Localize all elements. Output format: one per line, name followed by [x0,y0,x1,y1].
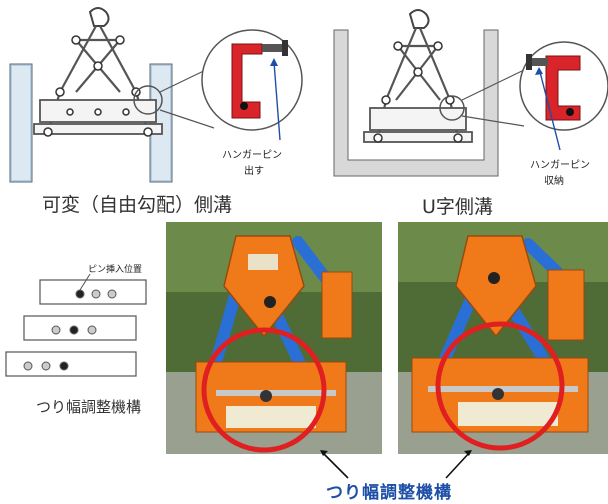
diagram-u-gutter: ハンガーピン 収納 [320,0,608,195]
caption-u-gutter: U字側溝 [422,196,493,218]
callout-label-pin-stored-line2: 収納 [544,176,564,187]
width-adjustment-plates [5,273,147,377]
variable-gutter-drawing [9,7,303,183]
diagram-width-adjustment: ピン挿入位置 [0,260,160,390]
u-gutter-drawing [333,9,608,177]
photo-clamp-narrow [166,222,382,454]
caption-width-adjustment: つり幅調整機構 [36,398,142,416]
callout-label-pin-out-line1: ハンガーピン [222,150,282,161]
photo-clamp-wide-drawing [398,222,608,454]
callout-label-pin-out-line2: 出す [244,166,264,177]
callout-label-pin-stored-line1: ハンガーピン [530,160,590,171]
diagram-variable-gutter: ハンガーピン 出す [0,0,303,190]
photo-clamp-narrow-drawing [166,222,382,454]
photo-clamp-wide [398,222,608,454]
mechanism-label: つり幅調整機構 [326,483,452,503]
pin-insert-position-label: ピン挿入位置 [88,265,143,275]
caption-variable-gutter: 可変（自由勾配）側溝 [42,194,233,216]
